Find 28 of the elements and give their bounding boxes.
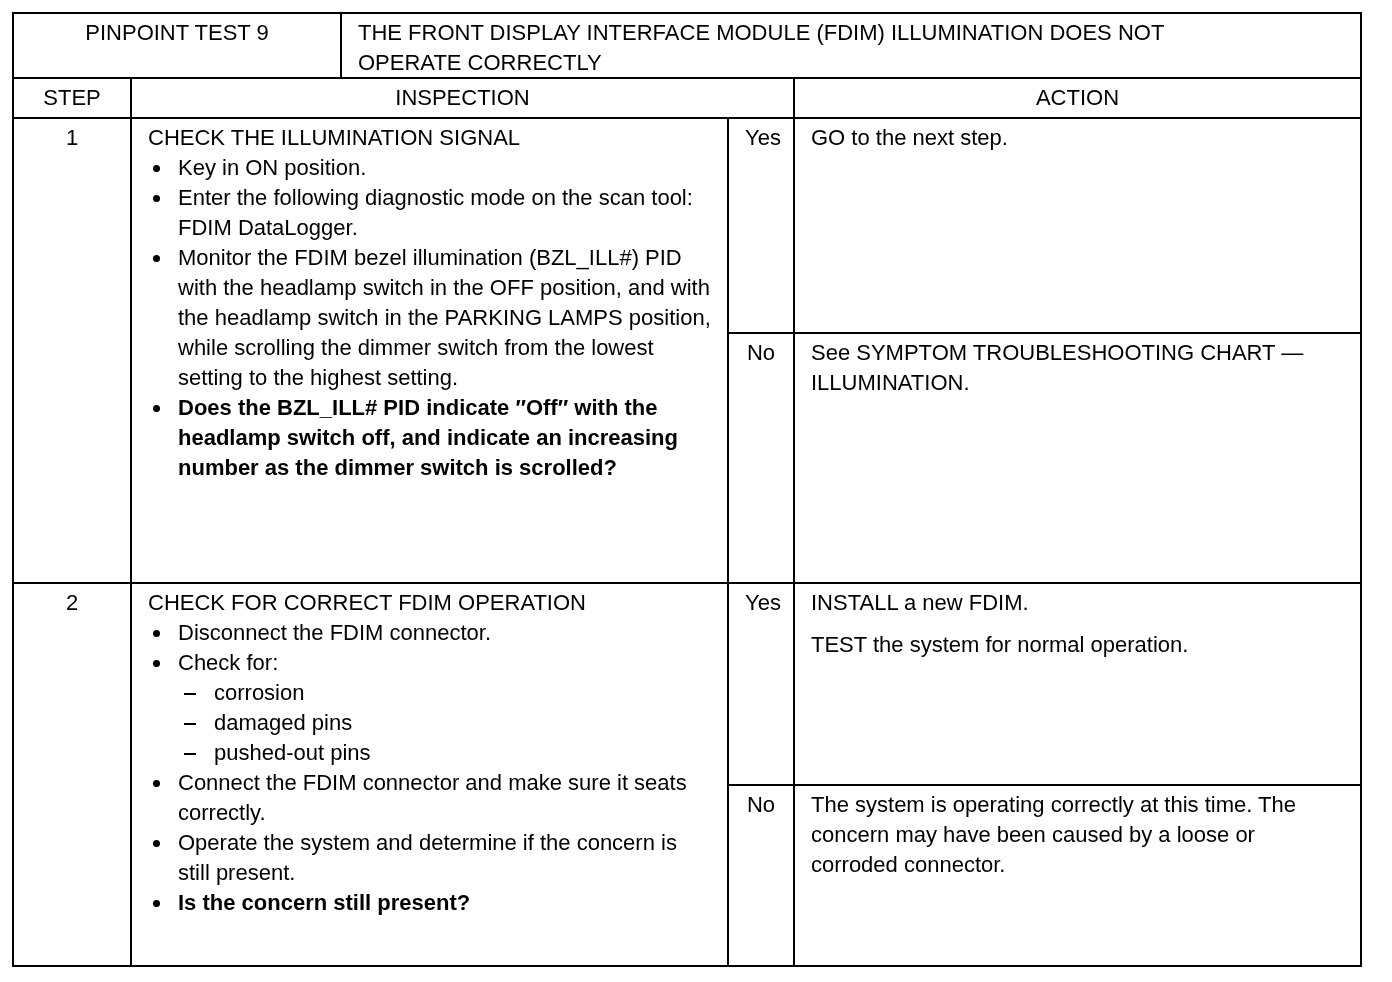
cell-text: CHECK THE ILLUMINATION SIGNAL [148,124,522,152]
bullet-item: Is the concern still present? [178,889,472,917]
cell-text: PINPOINT TEST 9 [84,19,270,47]
cell-text: STEP [42,84,102,112]
bullet-item: Check for: [178,649,280,677]
bullet-item: Monitor the FDIM bezel illumination (BZL_ILL#) PID with the headlamp switch in the OFF position, and with the headlamp switch in the PARKING LAMPS position, while scrolling the dimmer switch from the lowest setting to the highest setting. [178,244,711,392]
bullet-item: Connect the FDIM connector and make sure it seats correctly. [178,769,688,827]
sub-bullet-item: pushed-out pins [214,739,372,767]
bullet-item: Does the BZL_ILL# PID indicate ″Off″ with the headlamp switch off, and indicate an increasing number as the dimmer switch is scrolled? [178,394,679,482]
cell-text: TEST the system for normal operation. [811,631,1190,659]
bullet-item: Key in ON position. [178,154,368,182]
cell-text: No [745,339,777,367]
cell-text: No [745,791,777,819]
cell-text: The system is operating correctly at this time. The concern may have been caused by a loose or corroded connector. [811,791,1297,879]
bullet-item: Disconnect the FDIM connector. [178,619,493,647]
bullet-item: Operate the system and determine if the concern is still present. [178,829,678,887]
cell-text: INSTALL a new FDIM. [811,589,1030,617]
cell-text: CHECK FOR CORRECT FDIM OPERATION [148,589,587,617]
cell-text: THE FRONT DISPLAY INTERFACE MODULE (FDIM) ILLUMINATION DOES NOT OPERATE CORRECTLY [358,19,1165,77]
cell-text: GO to the next step. [811,124,1009,152]
cell-text: ACTION [1034,84,1121,112]
cell-text: 1 [64,124,80,152]
bullet-item: Enter the following diagnostic mode on the scan tool: FDIM DataLogger. [178,184,694,242]
cell-text: 2 [64,589,80,617]
sub-bullet-item: corrosion [214,679,306,707]
sub-bullet-item: damaged pins [214,709,354,737]
cell-text: See SYMPTOM TROUBLESHOOTING CHART — ILLUMINATION. [811,339,1305,397]
cell-text: INSPECTION [394,84,531,112]
